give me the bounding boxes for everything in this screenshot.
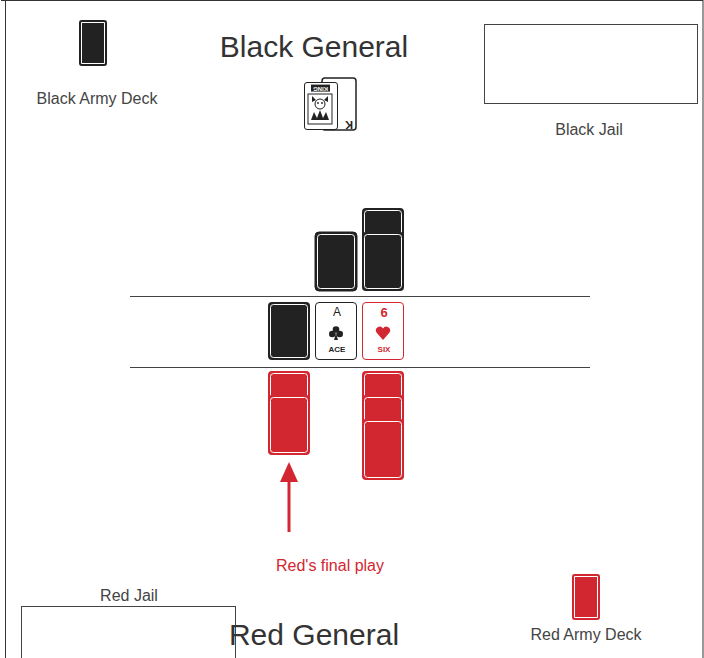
club-suit-symbol: [328, 325, 344, 341]
area-label: Black Army Deck: [37, 90, 158, 108]
ace-card: A ACE: [315, 302, 357, 360]
jail-box: Red Jail: [21, 606, 236, 658]
heart-suit-symbol: [375, 325, 391, 341]
six-card: 6SIX: [362, 302, 404, 360]
jail-box: Black Jail: [484, 24, 698, 104]
card-text: SIX: [378, 346, 391, 355]
card-text: A: [333, 306, 341, 319]
card-text: KING: [311, 85, 330, 92]
army-deck-card: Black Army Deck: [79, 20, 107, 66]
card-text: 6: [380, 306, 387, 320]
card-text: ACE: [329, 346, 346, 355]
general-card: KKING: [304, 82, 338, 130]
area-label: Red Army Deck: [530, 626, 641, 644]
area-label: Black Jail: [555, 121, 623, 139]
area-label: Red Jail: [100, 587, 158, 605]
card-text: K: [345, 119, 353, 131]
final-play-note: Red's final play: [276, 557, 384, 575]
general-label: Black General: [220, 30, 408, 63]
army-deck-card: Red Army Deck: [572, 574, 600, 620]
general-label: Red General: [229, 618, 399, 651]
